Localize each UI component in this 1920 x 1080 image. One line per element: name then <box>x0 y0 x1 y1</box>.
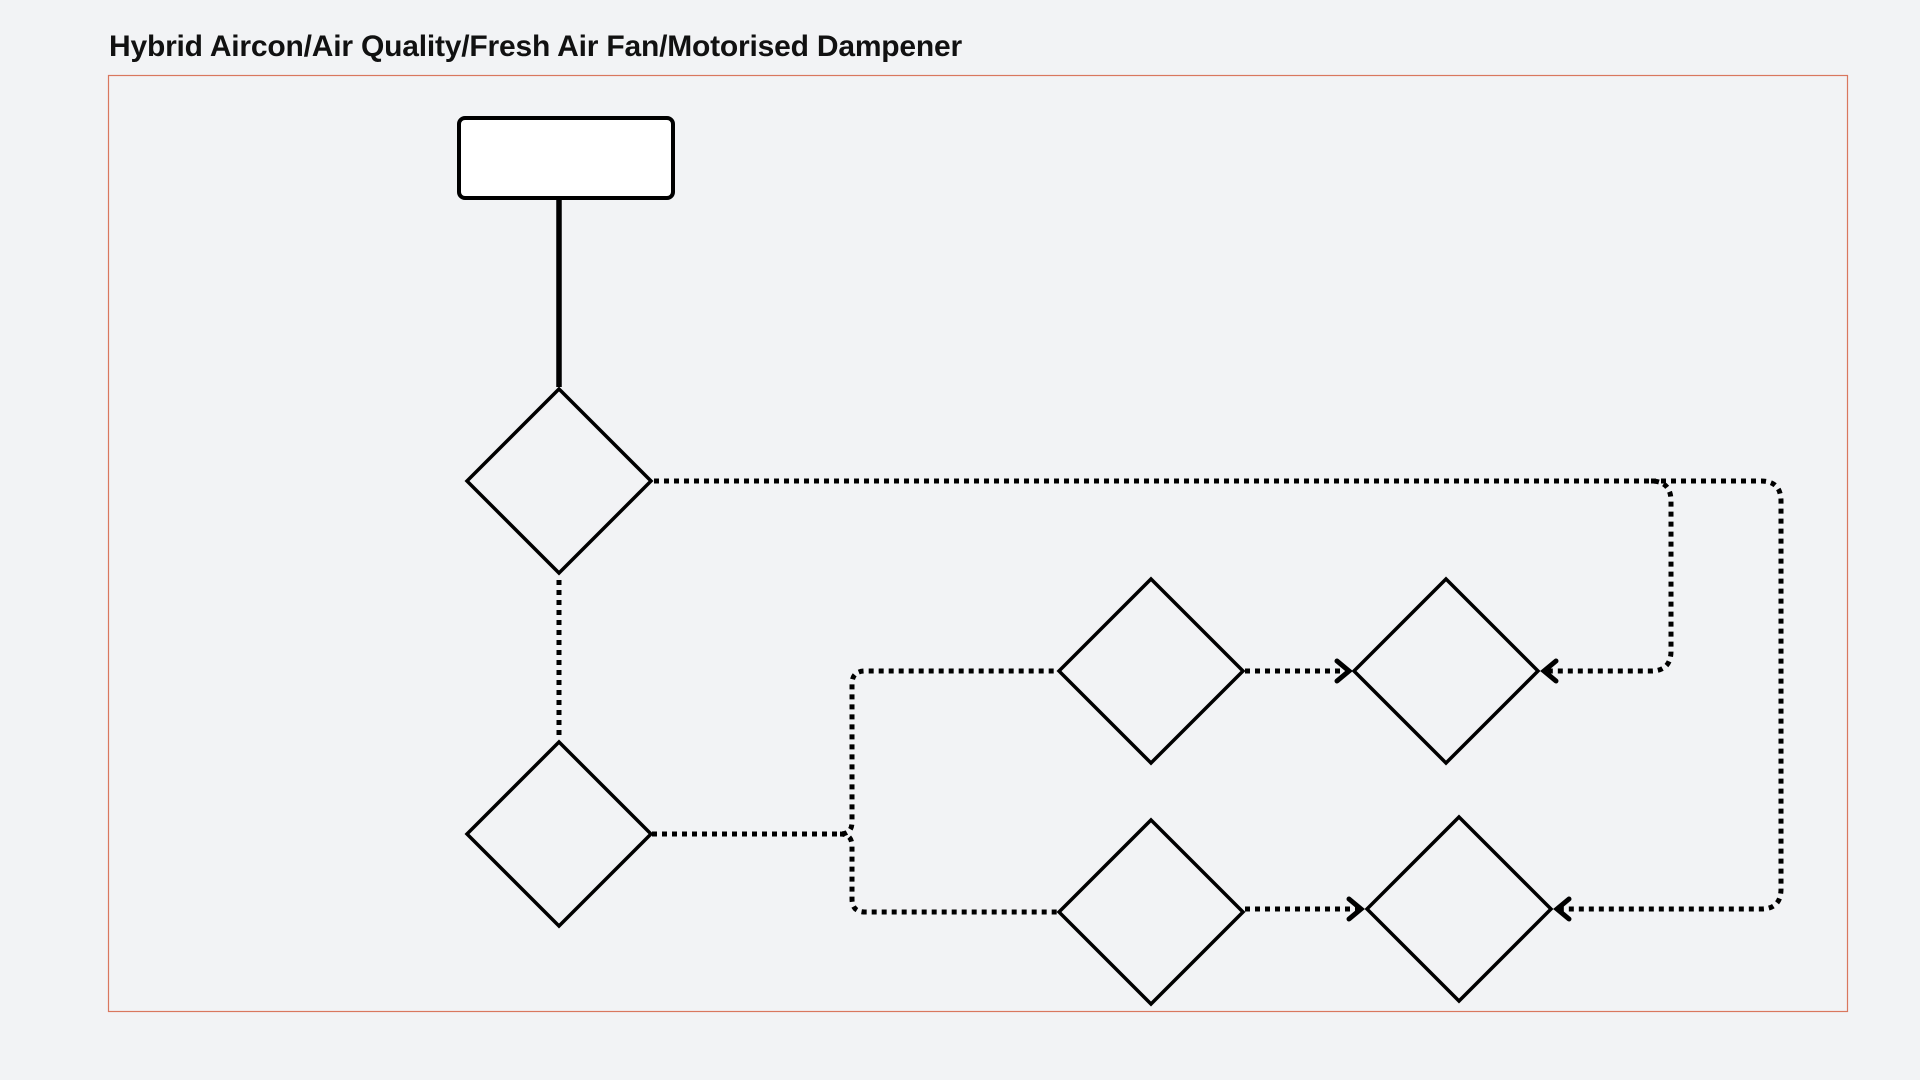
connector-decision-2-to-decision-3 <box>652 668 1058 837</box>
arrowhead-into-decision-4-left <box>1334 658 1353 684</box>
start-box <box>457 116 675 200</box>
connectors <box>556 198 1784 915</box>
connector-decision-2-to-decision-5 <box>839 831 1058 915</box>
arrowhead-into-decision-4-right <box>1540 658 1559 684</box>
diagram-title: Hybrid Aircon/Air Quality/Fresh Air Fan/… <box>109 30 962 63</box>
arrowhead-into-decision-6-left <box>1346 896 1365 922</box>
connector-decision-1-to-decision-6 <box>1559 478 1784 912</box>
arrowhead-into-decision-6-right <box>1553 896 1572 922</box>
diagram-frame <box>107 74 1849 1013</box>
decision-diamond-5 <box>1056 817 1246 1007</box>
decision-diamond-3 <box>1056 576 1246 766</box>
connector-decision-1-to-decision-4 <box>654 478 1674 674</box>
decision-diamond-4 <box>1351 576 1541 766</box>
arrowheads <box>1334 658 1572 922</box>
decision-diamond-1 <box>464 386 654 576</box>
decision-nodes <box>464 386 1554 1007</box>
decision-diamond-6 <box>1364 814 1554 1004</box>
decision-diamond-2 <box>464 739 654 929</box>
